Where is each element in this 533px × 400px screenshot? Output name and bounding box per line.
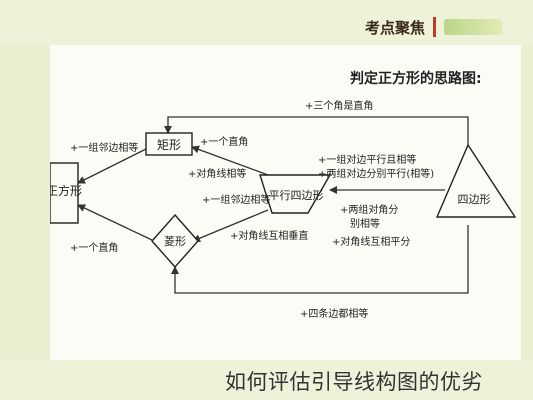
edge-para-to-rect: [191, 145, 269, 176]
parallelogram-label: 平行四边形: [269, 189, 324, 202]
right-background: [521, 45, 533, 400]
diagram-title: 判定正方形的思路图:: [350, 70, 482, 87]
square-label: 正方形: [50, 183, 82, 198]
caption-text: 如何评估引导线构图的优劣: [225, 370, 483, 394]
edge-label-quad-rhombus-1: +两组对角分: [340, 203, 398, 216]
site-header: 考点聚焦: [365, 14, 520, 40]
edge-rhombus-to-square: [77, 204, 153, 241]
edge-rect-to-square: [77, 148, 147, 184]
header-divider: [433, 17, 437, 37]
quadrilateral-label: 四边形: [458, 193, 491, 206]
header-brand: 考点聚焦: [365, 18, 426, 37]
edge-label-quad-rhombus-4: +四条边都相等: [300, 307, 368, 320]
parallelogram-node: [259, 174, 332, 214]
rhombus-label: 菱形: [164, 235, 186, 248]
rhombus-node: [151, 213, 199, 269]
square-decision-diagram: 判定正方形的思路图: 正方形 矩形 菱形 平行四边形 四边形 +三个角是直角 +…: [50, 70, 517, 320]
edge-label-quad-rect: +三个角是直角: [305, 99, 373, 112]
edge-label-para-rect-1: +一个直角: [200, 135, 248, 148]
header-logo-badge: [444, 19, 503, 35]
edge-label-quad-rhombus-3: +对角线互相平分: [332, 235, 410, 248]
edge-quad-to-rect: [164, 116, 469, 155]
rectangle-node: [145, 132, 193, 156]
rectangle-label: 矩形: [157, 138, 181, 152]
edge-label-quad-para-2: +两组对边分别平行(相等): [318, 167, 434, 180]
edge-label-para-rhombus-2: +对角线互相垂直: [230, 229, 308, 242]
edge-label-quad-para-1: +一组对边平行且相等: [318, 153, 416, 166]
edge-quad-to-rhombus: [171, 225, 469, 294]
quadrilateral-node: [435, 143, 517, 218]
edge-label-para-rect-2: +对角线相等: [188, 167, 246, 180]
edge-label-rect-square: +一组邻边相等: [70, 141, 138, 154]
bottom-background: [0, 360, 533, 400]
edge-label-para-rhombus-1: +一组邻边相等: [202, 193, 270, 206]
edge-para-to-rhombus: [192, 209, 269, 243]
edge-label-quad-rhombus-2: 别相等: [350, 217, 380, 230]
left-background: [0, 45, 50, 400]
edge-label-rhombus-square: +一个直角: [70, 241, 118, 254]
square-node: [50, 162, 79, 224]
